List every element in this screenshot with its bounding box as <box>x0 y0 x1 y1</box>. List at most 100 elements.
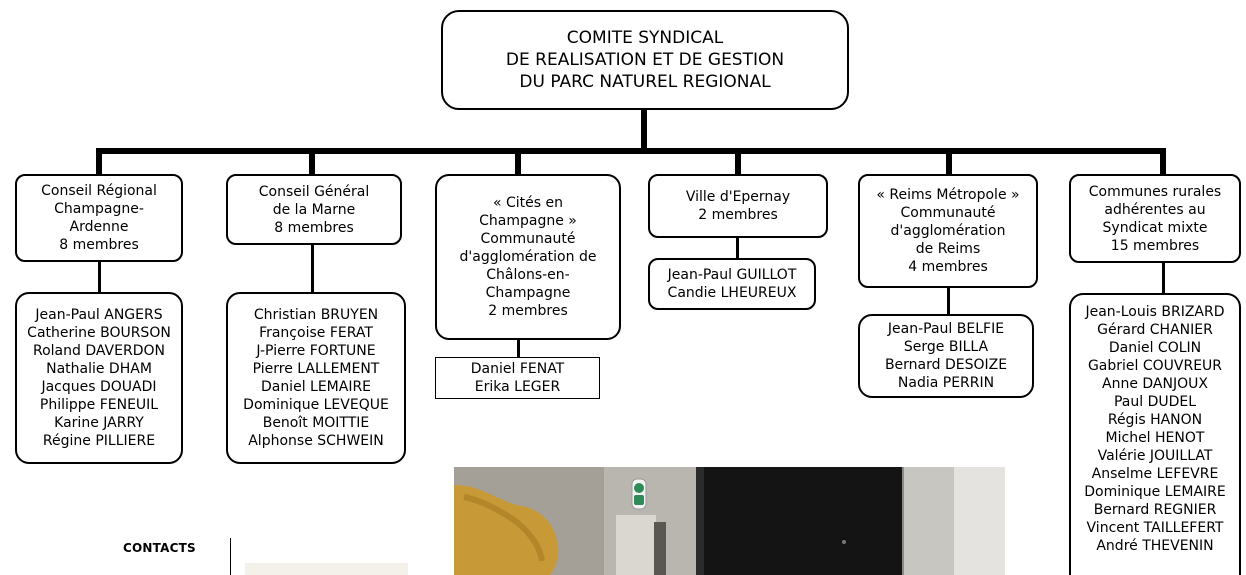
member-name: Gabriel COUVREUR <box>1087 358 1223 374</box>
member-name: Jean-Louis BRIZARD <box>1085 304 1225 320</box>
contacts-divider <box>230 538 231 575</box>
header-line: 2 membres <box>488 303 568 319</box>
trunk-connector <box>641 108 647 152</box>
member-name: Candie LHEUREUX <box>667 285 797 301</box>
header-line: Ville d'Epernay <box>685 189 791 205</box>
header-line: Communauté <box>900 205 996 221</box>
member-name: Jean-Paul GUILLOT <box>667 267 797 283</box>
photo-panel <box>616 515 656 575</box>
header-line: Syndicat mixte <box>1102 219 1208 236</box>
header-line: Châlons-en- <box>486 267 570 283</box>
member-name: Anne DANJOUX <box>1102 376 1208 392</box>
header-line: d'agglomération <box>890 223 1006 239</box>
member-name: Roland DAVERDON <box>33 343 165 359</box>
header-line: 8 membres <box>59 237 139 253</box>
contacts-label: CONTACTS <box>123 541 196 555</box>
header-line: 8 membres <box>274 219 354 236</box>
horizontal-connector <box>96 148 1166 154</box>
member-name: Jean-Paul ANGERS <box>35 307 163 323</box>
header-line: Champagne- <box>54 201 144 217</box>
header-line: Champagne <box>485 285 571 301</box>
link-connector-3 <box>517 340 520 357</box>
member-name: Valérie JOUILLAT <box>1097 448 1213 464</box>
header-line: de Reims <box>915 241 981 257</box>
header-line: Communes rurales <box>1088 183 1222 200</box>
committee-box: COMITE SYNDICAL DE REALISATION ET DE GES… <box>441 10 849 110</box>
member-name: Erika LEGER <box>474 379 561 395</box>
group-header-conseil-regional: Conseil Régional Champagne- Ardenne 8 me… <box>15 174 183 262</box>
group-header-communes-rurales: Communes rurales adhérentes au Syndicat … <box>1069 174 1241 263</box>
members-box-conseil-regional: Jean-Paul ANGERS Catherine BOURSON Rolan… <box>15 292 183 464</box>
member-name: Régine PILLIERE <box>42 433 156 449</box>
photo-yellow-shape <box>454 485 559 575</box>
drop-connector-4 <box>735 148 741 174</box>
link-connector-4 <box>736 238 739 258</box>
exit-sign-icon <box>631 478 647 510</box>
header-line: 2 membres <box>698 207 778 223</box>
member-name: Benoît MOITTIE <box>262 415 370 431</box>
member-name: Dominique LEVEQUE <box>243 397 389 413</box>
header-line: Champagne » <box>479 213 577 229</box>
member-name: Régis HANON <box>1107 412 1203 428</box>
header-line: d'agglomération de <box>459 249 597 265</box>
member-name: Bernard DESOIZE <box>884 357 1008 373</box>
link-connector-2 <box>311 245 314 292</box>
member-name: Anselme LEFEVRE <box>1091 466 1219 482</box>
header-line: « Reims Métropole » <box>876 187 1020 203</box>
member-name: Nathalie DHAM <box>46 361 152 377</box>
drop-connector-5 <box>946 148 952 174</box>
member-name: Michel HENOT <box>1105 430 1205 446</box>
drop-connector-1 <box>96 148 102 174</box>
member-name: J-Pierre FORTUNE <box>256 343 376 359</box>
header-line: Conseil Régional <box>41 183 157 199</box>
drop-connector-2 <box>309 148 315 174</box>
member-name: Jean-Paul BELFIE <box>887 321 1005 337</box>
header-line: de la Marne <box>272 201 356 218</box>
members-box-communes-rurales: Jean-Louis BRIZARD Gérard CHANIER Daniel… <box>1069 293 1241 575</box>
link-connector-6 <box>1162 263 1165 293</box>
member-name: Daniel LEMAIRE <box>260 379 372 395</box>
member-name: Gérard CHANIER <box>1097 322 1213 338</box>
link-connector-5 <box>947 288 950 314</box>
member-name: Daniel FENAT <box>470 361 565 377</box>
contacts-photo-fragment <box>245 563 408 575</box>
member-name: Alphonse SCHWEIN <box>248 433 384 449</box>
group-header-conseil-general: Conseil Général de la Marne 8 membres <box>226 174 402 245</box>
interior-photo <box>454 467 1005 575</box>
drop-connector-6 <box>1160 148 1166 174</box>
header-line: Conseil Général <box>258 183 370 200</box>
group-header-reims-metropole: « Reims Métropole » Communauté d'agglomé… <box>858 174 1038 288</box>
member-name: Nadia PERRIN <box>897 375 995 391</box>
member-name: Paul DUDEL <box>1113 394 1197 410</box>
link-connector-1 <box>98 262 101 292</box>
member-name: Catherine BOURSON <box>27 325 171 341</box>
header-line: 4 membres <box>908 259 988 275</box>
member-name: Philippe FENEUIL <box>39 397 159 413</box>
header-line: « Cités en <box>492 195 563 211</box>
member-name: André THEVENIN <box>1096 538 1214 554</box>
members-box-reims-metropole: Jean-Paul BELFIE Serge BILLA Bernard DES… <box>858 314 1034 398</box>
header-line: adhérentes au <box>1104 201 1206 218</box>
member-name: Daniel COLIN <box>1108 340 1202 356</box>
member-name: Dominique LEMAIRE <box>1084 484 1226 500</box>
group-header-cites-en-champagne: « Cités en Champagne » Communauté d'aggl… <box>435 174 621 340</box>
member-name: Bernard REGNIER <box>1093 502 1217 518</box>
member-name: Karine JARRY <box>54 415 144 431</box>
members-box-cites-en-champagne: Daniel FENAT Erika LEGER <box>435 357 600 399</box>
committee-title-line-3: DU PARC NATUREL REGIONAL <box>519 72 771 92</box>
header-line: 15 membres <box>1110 237 1200 254</box>
photo-dark-door <box>702 467 902 575</box>
member-name: Jacques DOUADI <box>41 379 157 395</box>
committee-title-line-1: COMITE SYNDICAL <box>566 28 724 48</box>
header-line: Communauté <box>480 231 576 247</box>
members-box-conseil-general: Christian BRUYEN Françoise FERAT J-Pierr… <box>226 292 406 464</box>
committee-title-line-2: DE REALISATION ET DE GESTION <box>505 50 785 70</box>
group-header-ville-epernay: Ville d'Epernay 2 membres <box>648 174 828 238</box>
member-name: Vincent TAILLEFERT <box>1086 520 1224 536</box>
member-name: Pierre LALLEMENT <box>252 361 380 377</box>
header-line: Ardenne <box>69 219 129 235</box>
drop-connector-3 <box>515 148 521 174</box>
members-box-ville-epernay: Jean-Paul GUILLOT Candie LHEUREUX <box>648 258 816 310</box>
member-name: Christian BRUYEN <box>253 307 379 323</box>
member-name: Françoise FERAT <box>259 325 373 341</box>
